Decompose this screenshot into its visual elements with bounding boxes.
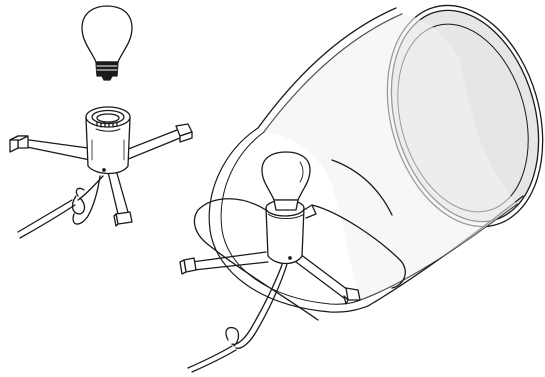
assembled-view — [179, 4, 544, 373]
socket-left — [85, 106, 131, 175]
light-bulb-right — [261, 151, 311, 211]
tripod-base-left — [9, 123, 193, 227]
light-bulb-left — [81, 5, 133, 81]
tripod-base-right — [179, 251, 361, 305]
drum-shade — [208, 4, 544, 313]
exploded-view — [9, 5, 193, 239]
power-cord-right — [187, 261, 288, 373]
power-cord-left — [17, 175, 104, 239]
